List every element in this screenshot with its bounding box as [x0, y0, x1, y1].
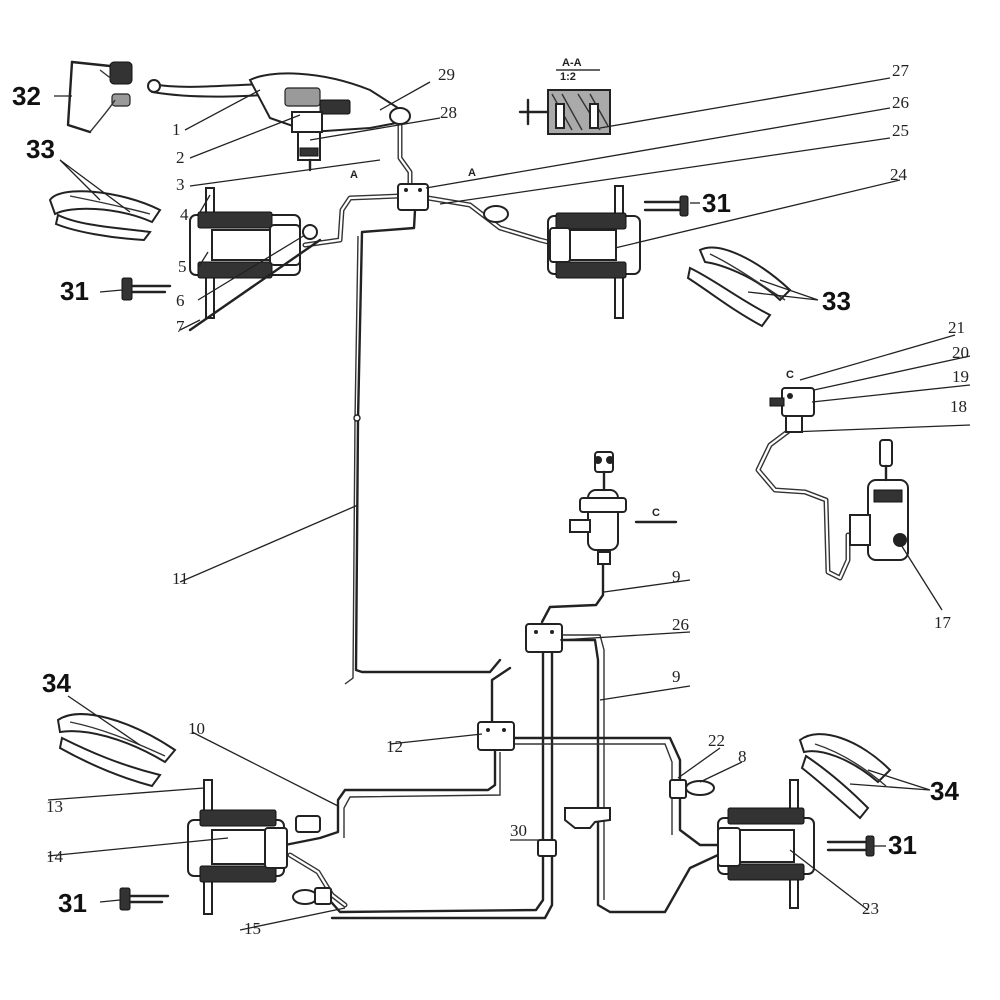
callout-1: 1 [172, 120, 181, 139]
section-a-right: A [468, 167, 476, 179]
callout-26-lower: 26 [672, 615, 689, 634]
callout-7: 7 [176, 317, 185, 336]
callout-31-lower-right: 31 [888, 830, 917, 860]
caliper-lower-left [187, 779, 288, 915]
foot-master-cylinder-center [569, 451, 627, 565]
bolt-31-upper-right [643, 195, 689, 217]
callout-20: 20 [952, 343, 969, 362]
callout-25: 25 [892, 121, 909, 140]
bolt-31-lower-left [119, 887, 170, 911]
bolt-31-upper-left [121, 277, 172, 301]
callout-2: 2 [176, 148, 185, 167]
callout-29: 29 [438, 65, 455, 84]
section-ratio-label: 1:2 [560, 71, 576, 83]
caliper-lower-right [717, 779, 815, 909]
callout-31-upper-right: 31 [702, 188, 731, 218]
callout-9: 9 [672, 667, 681, 686]
section-a-a-detail [518, 69, 611, 135]
caliper-upper-right [547, 185, 641, 319]
callout-4: 4 [180, 205, 189, 224]
callout-23: 23 [862, 899, 879, 918]
callout-34-left: 34 [42, 668, 71, 698]
callout-19: 19 [952, 367, 969, 386]
callout-6: 6 [176, 291, 185, 310]
brake-lines [283, 122, 851, 920]
junction-block-upper [397, 183, 429, 211]
section-a-left: A [350, 169, 358, 181]
brake-pads-34-left [56, 713, 177, 788]
callout-33-left: 33 [26, 134, 55, 164]
callout-18: 18 [950, 397, 967, 416]
callout-15: 15 [244, 919, 261, 938]
callout-28: 28 [440, 103, 457, 122]
callout-22: 22 [708, 731, 725, 750]
line-clamp-10 [295, 815, 321, 833]
leader-lines [47, 77, 971, 931]
rear-master-cylinder [769, 387, 909, 561]
callout-21: 21 [948, 318, 965, 337]
brake-lever-assembly [147, 72, 411, 172]
callout-26-upper: 26 [892, 93, 909, 112]
line-clamp-30 [537, 839, 557, 857]
section-c-detail: C [786, 369, 794, 381]
callout-31-lower-left: 31 [58, 888, 87, 918]
callout-14: 14 [46, 847, 64, 866]
brake-switch-32 [66, 60, 133, 134]
line-clamp-upper-right [483, 205, 509, 223]
section-marks: A-A 1:2 A A C C [350, 57, 794, 519]
callout-9-upper: 9 [672, 567, 681, 586]
callout-3: 3 [176, 175, 185, 194]
callout-11: 11 [172, 569, 188, 588]
callout-5: 5 [178, 257, 187, 276]
callout-8: 8 [738, 747, 747, 766]
junction-block-lower [525, 623, 563, 653]
callout-31-upper-left: 31 [60, 276, 89, 306]
line-clamp-center [564, 807, 611, 829]
bolt-31-lower-right [826, 835, 875, 857]
section-aa-label: A-A [562, 57, 582, 69]
callout-12: 12 [386, 737, 403, 756]
callout-17: 17 [934, 613, 952, 632]
section-c-label: C [652, 507, 660, 519]
callout-30: 30 [510, 821, 527, 840]
caliper-upper-left [188, 187, 322, 332]
brake-pads-33-right [686, 246, 792, 328]
callout-10: 10 [188, 719, 205, 738]
callout-24: 24 [890, 165, 908, 184]
callout-32: 32 [12, 81, 41, 111]
callout-13: 13 [46, 797, 63, 816]
callout-34-right: 34 [930, 776, 959, 806]
line-clamp-22 [669, 779, 715, 799]
callout-27: 27 [892, 61, 910, 80]
callout-33-right: 33 [822, 286, 851, 316]
brake-pads-34-right [798, 733, 892, 820]
callout-numbers: 32 33 1 2 3 4 5 6 7 31 29 28 27 26 25 24… [12, 61, 969, 938]
brake-pads-33-left [48, 190, 162, 242]
line-clamp-15 [292, 887, 332, 905]
junction-block-12 [477, 721, 515, 751]
